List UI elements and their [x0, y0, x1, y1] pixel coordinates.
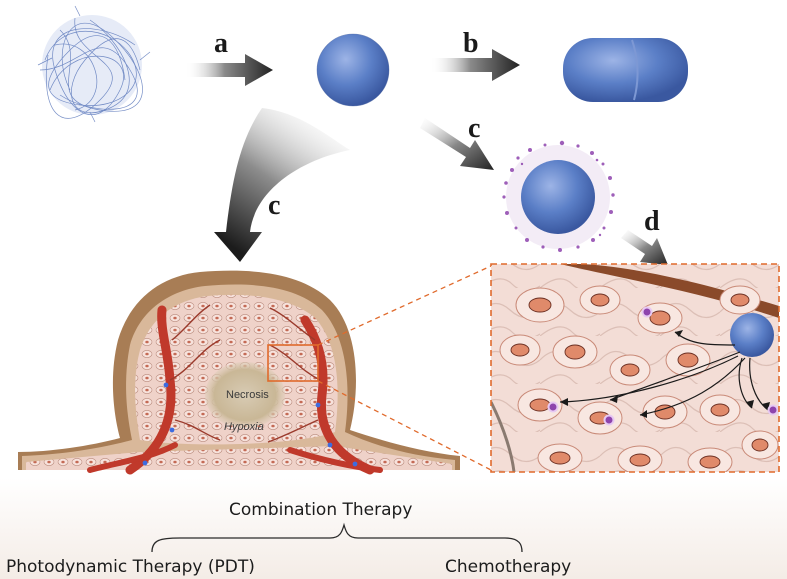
- zoom-connectors: [317, 265, 492, 471]
- step-label-d: d: [644, 206, 660, 237]
- arrow-c-tumor: [214, 108, 350, 262]
- arrow-d: [621, 230, 668, 265]
- arrow-c-loaded: [420, 118, 494, 170]
- hypoxia-label: Hypoxia: [224, 421, 264, 433]
- therapy-brace: [151, 522, 523, 553]
- step-label-a: a: [214, 28, 228, 59]
- step-label-c-tumor: c: [268, 190, 280, 221]
- tumor-section: [18, 270, 460, 475]
- drug-loaded-particle: [502, 140, 615, 252]
- chemotherapy-label: Chemotherapy: [445, 557, 572, 577]
- arrow-a: [185, 54, 273, 86]
- aggregate-particle: [563, 38, 688, 102]
- arrow-b: [430, 49, 520, 81]
- step-label-c-loaded: c: [468, 113, 480, 144]
- therapy-band: [0, 478, 787, 579]
- pdt-label: Photodynamic Therapy (PDT): [6, 557, 255, 577]
- polymer-chains: [37, 5, 151, 123]
- combination-therapy-label: Combination Therapy: [229, 500, 413, 520]
- nanoparticle: [316, 33, 390, 107]
- zoom-region: [267, 344, 319, 382]
- zoom-panel: [490, 263, 780, 473]
- step-label-b: b: [463, 28, 479, 59]
- necrosis-label: Necrosis: [226, 389, 269, 401]
